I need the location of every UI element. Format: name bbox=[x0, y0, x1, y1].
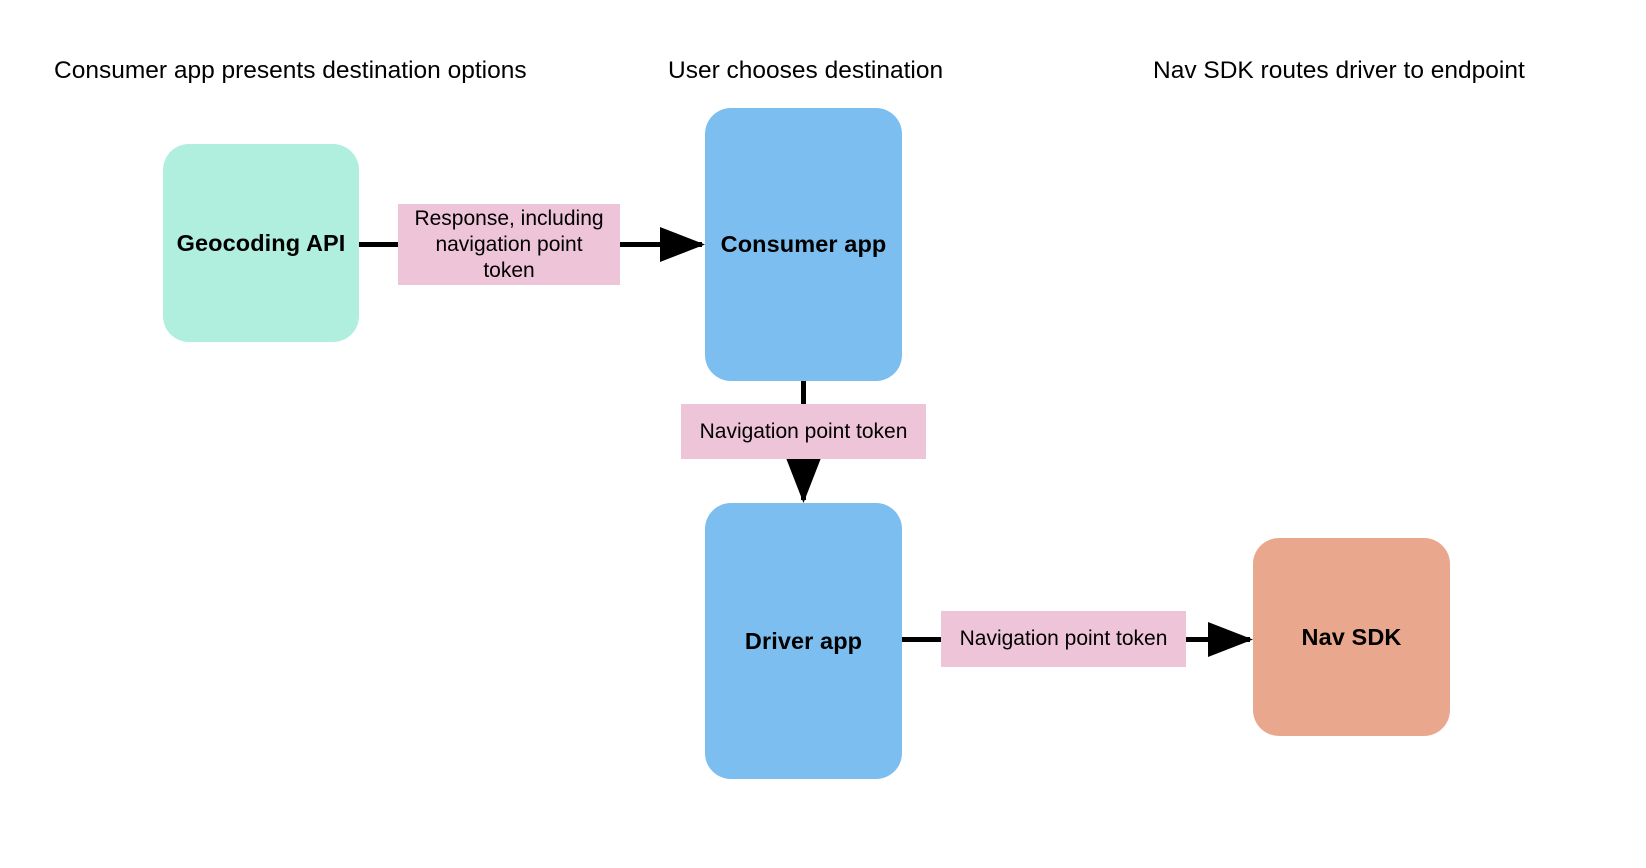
edge-label-line: Navigation point token bbox=[959, 627, 1168, 650]
edge-label-response-including-navigation-point-token: Response, including navigation point tok… bbox=[398, 204, 620, 285]
node-driver-app[interactable]: Driver app bbox=[705, 503, 902, 779]
node-driver-app-label: Driver app bbox=[744, 627, 863, 654]
edge-label-navigation-point-token-consumer-to-driver: Navigation point token bbox=[681, 404, 926, 459]
edge-label-line: token bbox=[483, 258, 535, 282]
column-header-nav-sdk-routes-driver: Nav SDK routes driver to endpoint bbox=[1153, 57, 1525, 84]
node-nav-sdk-label: Nav SDK bbox=[1301, 623, 1402, 650]
edge-label-navigation-point-token-driver-to-navsdk: Navigation point token bbox=[941, 611, 1186, 667]
node-geocoding-api-label: Geocoding API bbox=[176, 229, 346, 256]
node-consumer-app-label: Consumer app bbox=[720, 231, 887, 257]
node-consumer-app[interactable]: Consumer app bbox=[705, 108, 902, 381]
edge-label-line: Navigation point token bbox=[699, 419, 908, 443]
column-header-user-chooses-destination: User chooses destination bbox=[668, 57, 944, 84]
edge-label-line: navigation point bbox=[435, 232, 583, 256]
node-nav-sdk[interactable]: Nav SDK bbox=[1253, 538, 1450, 736]
node-geocoding-api[interactable]: Geocoding API bbox=[163, 144, 359, 342]
column-header-consumer-app-presents: Consumer app presents destination option… bbox=[54, 57, 527, 84]
edge-label-line: Response, including bbox=[414, 206, 604, 230]
